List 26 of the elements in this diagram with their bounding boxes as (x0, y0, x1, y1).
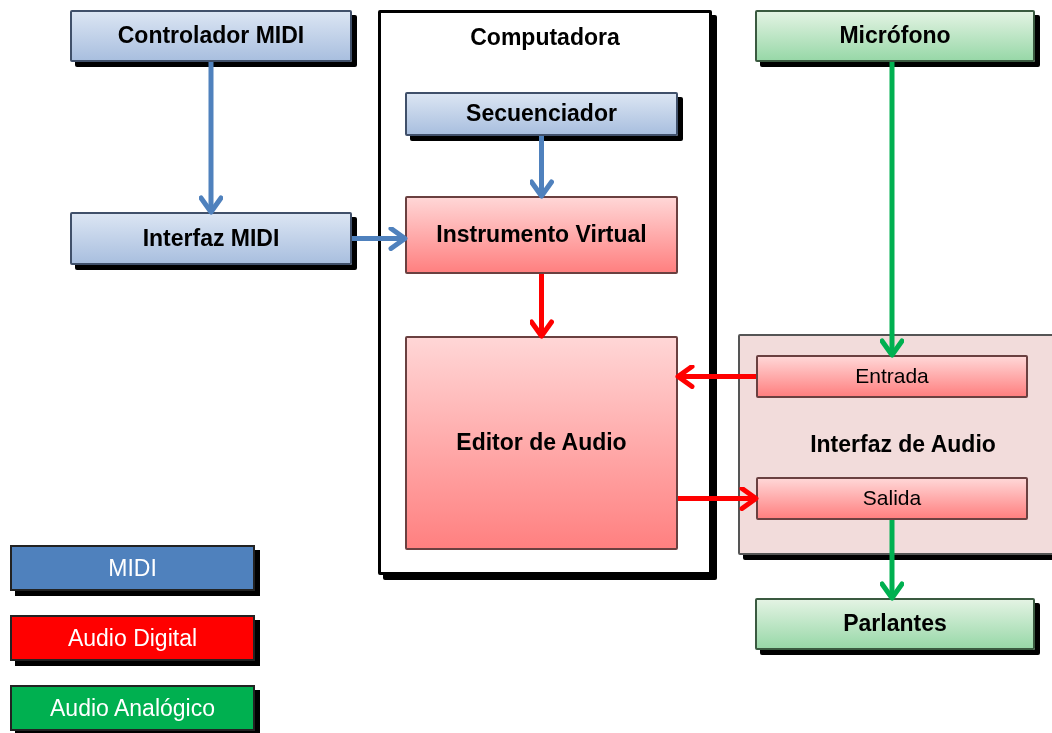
arrow (879, 520, 905, 601)
node-label: Interfaz de Audio (809, 429, 997, 459)
process-box (756, 355, 1028, 398)
legend-label: Audio Analógico (50, 694, 215, 722)
node-label: Micrófono (838, 21, 952, 51)
arrow (198, 62, 224, 215)
arrow (675, 364, 756, 389)
node-label: Entrada (854, 363, 930, 390)
arrow (529, 136, 554, 199)
legend-label: Audio Digital (67, 624, 198, 652)
arrow (879, 62, 905, 358)
node-label: Parlantes (842, 609, 948, 639)
node-label: Salida (861, 485, 923, 512)
node-label: Editor de Audio (455, 428, 628, 458)
node-label: Computadora (469, 23, 621, 52)
process-box (756, 477, 1028, 520)
arrow (352, 226, 408, 251)
node-label: Interfaz MIDI (141, 223, 281, 253)
legend-label: MIDI (108, 554, 157, 582)
process-box (405, 336, 678, 550)
node-label: Instrumento Virtual (435, 220, 648, 250)
process-box (405, 196, 678, 274)
node-label: Controlador MIDI (116, 21, 306, 51)
arrow (678, 486, 759, 511)
node-label: Secuenciador (465, 99, 618, 129)
arrow (529, 274, 554, 339)
